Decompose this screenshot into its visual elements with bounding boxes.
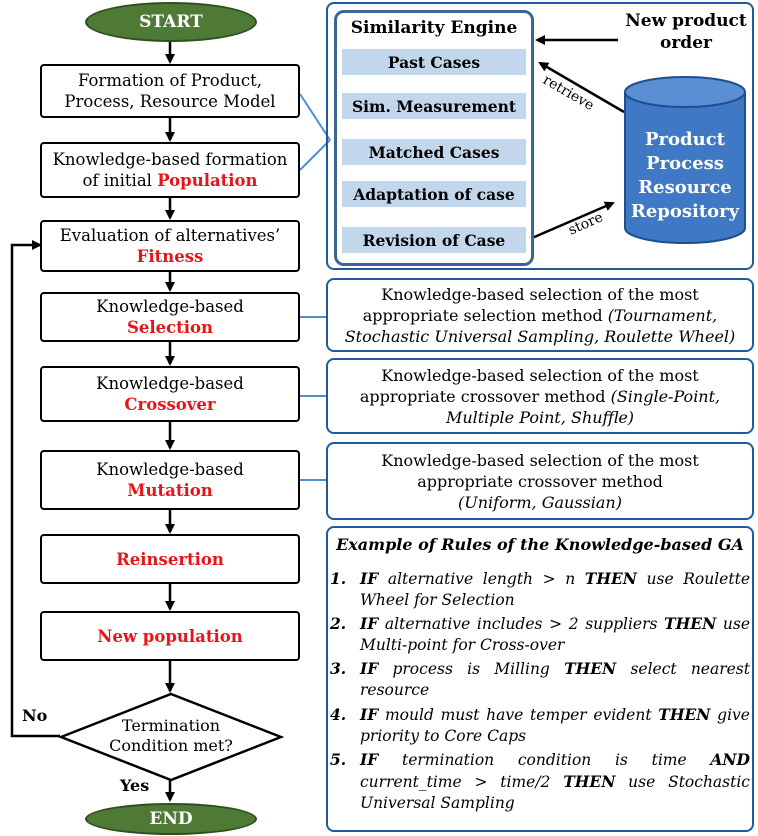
crossover-note: Knowledge-based selection of the most ap… — [326, 358, 754, 434]
mutation-note: Knowledge-based selection of the most ap… — [326, 442, 754, 520]
engine-step-past-cases: Past Cases — [342, 49, 526, 75]
rule-text: IF mould must have temper evident THEN g… — [360, 704, 750, 747]
selection-note: Knowledge-based selection of the most ap… — [326, 278, 754, 352]
population-box: Knowledge-based formation of initial Pop… — [40, 142, 300, 198]
rule-number: 5. — [330, 750, 347, 769]
rules-title: Example of Rules of the Knowledge-based … — [336, 535, 744, 554]
rule-number: 2. — [330, 614, 347, 633]
rule-text: IF process is Milling THEN select neares… — [360, 658, 750, 701]
engine-step-adaptation: Adaptation of case — [342, 181, 526, 207]
similarity-engine-outer — [326, 2, 754, 270]
yes-label: Yes — [120, 776, 150, 795]
rule-keyword: IF — [360, 659, 379, 678]
rule-phrase: mould must have temper evident — [378, 706, 659, 724]
rule-keyword: IF — [360, 569, 379, 588]
rule-item: 3. IF process is Milling THEN select near… — [330, 658, 750, 700]
mutation-box: Knowledge-based Mutation — [40, 450, 300, 510]
fitness-box: Evaluation of alternatives’ Fitness — [40, 220, 300, 272]
rule-phrase: select nearest resource — [360, 660, 750, 699]
engine-step-revision: Revision of Case — [342, 227, 526, 253]
rule-phrase: alternative includes > 2 suppliers — [378, 615, 665, 633]
rule-phrase: use Multi-point for Cross-over — [360, 615, 750, 654]
start-terminal: START — [85, 2, 257, 42]
rule-phrase: give priority to Core Caps — [360, 706, 750, 745]
arrow-store — [531, 201, 615, 240]
termination-label: Termination Condition met? — [109, 716, 233, 755]
rule-text: IF alternative length > n THEN use Roule… — [360, 568, 750, 611]
rule-keyword: IF — [360, 614, 379, 633]
repository-label: Product Process Resource Repository — [630, 129, 740, 222]
rule-phrase: process is Milling — [378, 660, 565, 678]
engine-step-matched-cases: Matched Cases — [342, 139, 526, 165]
rule-keyword: THEN — [563, 772, 616, 791]
no-label: No — [22, 706, 48, 725]
rule-keyword: THEN — [664, 614, 717, 633]
no-loop-line — [10, 240, 60, 738]
rule-phrase: use Roulette Wheel for Selection — [360, 570, 750, 609]
rule-phrase: termination condition is time — [378, 751, 711, 769]
end-terminal: END — [85, 803, 257, 835]
rule-text: IF alternative includes > 2 suppliers TH… — [360, 613, 750, 656]
rule-number: 3. — [330, 659, 347, 678]
repository-cylinder — [624, 76, 746, 244]
new-product-order-label: New product order — [625, 11, 747, 53]
rule-phrase: alternative length > n — [378, 570, 585, 588]
formation-box: Formation of Product, Process, Resource … — [40, 64, 300, 118]
rule-keyword: IF — [360, 750, 379, 769]
rule-number: 1. — [330, 569, 347, 588]
crossover-box: Knowledge-based Crossover — [40, 366, 300, 422]
rule-keyword: IF — [360, 705, 379, 724]
rule-phrase: use Stochastic Universal Sampling — [360, 773, 750, 812]
reinsertion-box: Reinsertion — [40, 534, 300, 584]
rule-item: 4. IF mould must have temper evident THEN… — [330, 704, 750, 746]
rule-keyword: THEN — [658, 705, 711, 724]
rule-item: 5. IF termination condition is time AND c… — [330, 749, 750, 813]
rule-number: 4. — [330, 705, 347, 724]
rule-keyword: THEN — [564, 659, 617, 678]
arrow-retrieve — [538, 61, 625, 114]
similarity-engine-title: Similarity Engine — [350, 18, 518, 38]
engine-step-sim-measurement: Sim. Measurement — [342, 93, 526, 119]
rule-phrase: current_time > time/2 — [360, 773, 564, 791]
rule-keyword: THEN — [584, 569, 637, 588]
rule-text: IF termination condition is time AND cur… — [360, 749, 750, 814]
rule-keyword: AND — [710, 750, 750, 769]
rule-item: 2. IF alternative includes > 2 suppliers … — [330, 613, 750, 655]
rules-box — [326, 526, 754, 832]
rule-item: 1. IF alternative length > n THEN use Rou… — [330, 568, 750, 610]
termination-diamond — [58, 692, 284, 782]
new-population-box: New population — [40, 611, 300, 661]
selection-box: Knowledge-based Selection — [40, 292, 300, 342]
